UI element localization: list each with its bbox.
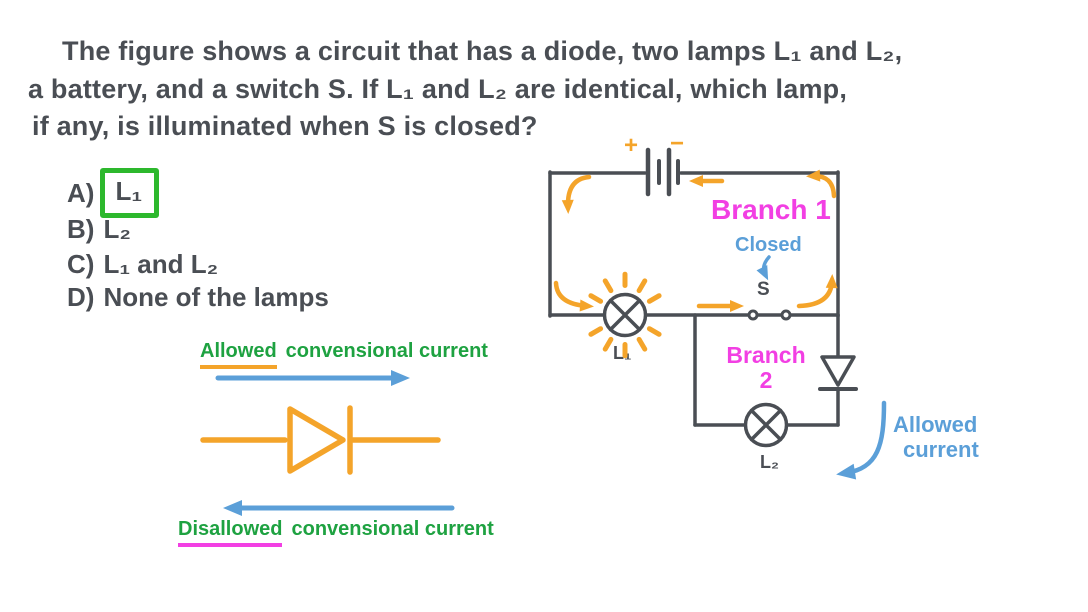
option-b-text: L₂ — [103, 214, 131, 244]
diode — [818, 355, 858, 391]
option-c-text: L₁ and L₂ — [103, 249, 219, 279]
lamp2-label: L₂ — [760, 452, 779, 472]
switch — [747, 309, 792, 321]
closed-pointer-arrow — [756, 255, 771, 281]
option-d-label: D) — [67, 282, 95, 312]
option-b-label: B) — [67, 214, 95, 244]
option-c: C) L₁ and L₂ — [67, 249, 218, 280]
branch2-label: Branch 2 — [725, 343, 807, 393]
battery — [645, 147, 680, 197]
current-arrow-top-right — [806, 169, 837, 199]
branch1-label: Branch 1 — [711, 194, 831, 225]
lamp-l1-cross-2 — [608, 298, 642, 332]
legend-diode-symbol — [200, 405, 441, 475]
option-b: B) L₂ — [67, 214, 131, 245]
diode-triangle — [820, 355, 856, 387]
current-arrow-top-left — [561, 174, 592, 214]
allowed-current-line1: Allowed — [893, 412, 978, 437]
legend-disallowed-label: Disallowed convensional current — [178, 518, 494, 547]
option-d: D) None of the lamps — [67, 282, 329, 313]
legend-disallowed-word: Disallowed — [178, 518, 283, 547]
legend-allowed-rest: convensional current — [285, 340, 488, 362]
switch-state-label: Closed — [735, 234, 802, 256]
correct-answer-box: L₁ — [100, 168, 160, 218]
allowed-current-line2: current — [903, 437, 979, 462]
legend-diode-triangle — [287, 406, 346, 474]
switch-contact-right — [780, 309, 792, 321]
lamp-l1 — [602, 292, 648, 338]
option-c-label: C) — [67, 249, 95, 279]
branch2-label-line1: Branch — [726, 342, 806, 368]
current-arrows — [553, 169, 838, 312]
option-a: A) L₁ — [67, 168, 160, 218]
option-d-text: None of the lamps — [103, 282, 329, 312]
question-line-1: The figure shows a circuit that has a di… — [62, 36, 903, 66]
lamp-l1-rays — [588, 271, 662, 359]
lamp-l2-cross-2 — [749, 408, 783, 442]
allowed-current-label: Allowed current — [893, 412, 979, 462]
current-arrow-bottom-left — [553, 280, 594, 312]
switch-label: S — [757, 279, 770, 300]
battery-plus-sign: + — [624, 132, 639, 159]
lamp-l2 — [743, 402, 789, 448]
legend-allowed-word: Allowed — [200, 340, 277, 369]
allowed-current-arrow — [836, 400, 887, 480]
option-a-text: L₁ — [115, 176, 143, 206]
switch-contact-left — [747, 309, 759, 321]
current-arrow-right-up — [796, 274, 838, 309]
legend-disallowed-rest: convensional current — [291, 518, 494, 540]
legend-allowed-label: Allowed convensional current — [200, 340, 488, 369]
question-line-2: a battery, and a switch S. If L₁ and L₂ … — [28, 74, 848, 104]
option-a-label: A) — [67, 177, 95, 208]
battery-minus-sign: − — [670, 130, 685, 157]
branch2-label-line2: 2 — [759, 367, 773, 393]
question-line-3: if any, is illuminated when S is closed? — [32, 111, 538, 141]
